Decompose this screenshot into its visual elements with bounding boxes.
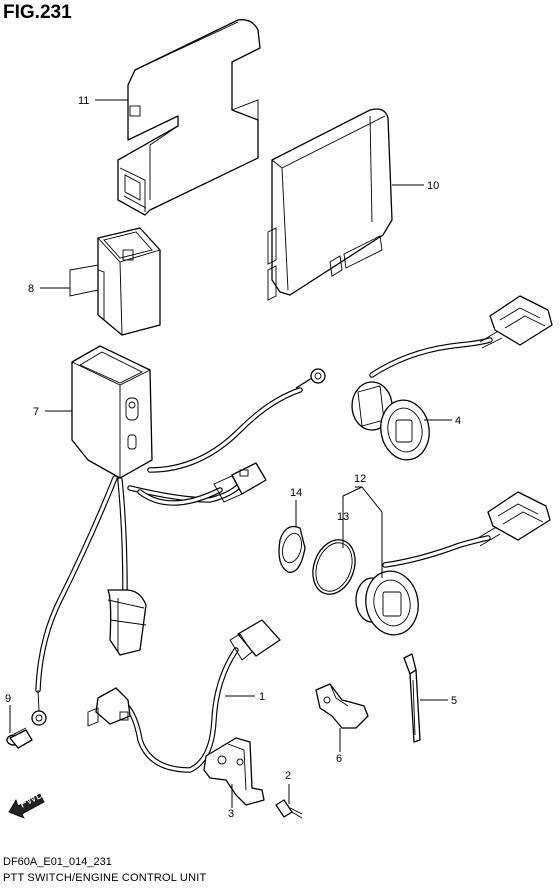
part-14-retainer[interactable] bbox=[278, 525, 306, 573]
part-11-cover[interactable] bbox=[117, 19, 261, 216]
part-10-engine-control-unit[interactable] bbox=[267, 108, 393, 301]
part-7-ptt-switch-harness[interactable] bbox=[31, 345, 326, 726]
callout-10: 10 bbox=[427, 180, 439, 192]
part-3-bracket[interactable] bbox=[203, 737, 265, 806]
callout-6: 6 bbox=[336, 753, 342, 765]
callout-2: 2 bbox=[285, 770, 291, 782]
part-1-sub-harness[interactable] bbox=[87, 619, 281, 773]
callout-9: 9 bbox=[5, 693, 11, 705]
forward-direction-arrow-icon: FWD bbox=[8, 788, 46, 819]
figure-title: FIG.231 bbox=[3, 2, 72, 23]
callout-7: 7 bbox=[33, 406, 39, 418]
callout-1: 1 bbox=[259, 691, 265, 703]
callout-12: 12 bbox=[354, 473, 366, 485]
callout-5: 5 bbox=[451, 695, 457, 707]
figure-code: DF60A_E01_014_231 bbox=[3, 856, 112, 868]
callout-14: 14 bbox=[290, 487, 302, 499]
part-13-seal-ring[interactable] bbox=[306, 534, 363, 600]
part-9-bolt[interactable] bbox=[6, 727, 33, 749]
leader-lines bbox=[9, 99, 452, 808]
callout-4: 4 bbox=[455, 415, 461, 427]
part-2-screw[interactable] bbox=[275, 799, 303, 819]
callout-numbers: 1 2 3 4 5 6 7 8 9 10 11 12 13 14 bbox=[5, 95, 461, 820]
part-8-relay[interactable] bbox=[69, 227, 161, 336]
callout-11: 11 bbox=[78, 95, 89, 107]
callout-3: 3 bbox=[228, 808, 234, 820]
part-4-ptt-switch[interactable] bbox=[351, 295, 553, 464]
figure-caption: PTT SWITCH/ENGINE CONTROL UNIT bbox=[3, 872, 207, 884]
callout-13: 13 bbox=[337, 511, 349, 523]
part-5-cable-tie[interactable] bbox=[403, 653, 421, 743]
callout-8: 8 bbox=[28, 283, 34, 295]
part-12-ptt-switch-assy[interactable] bbox=[355, 491, 551, 639]
part-6-clamp[interactable] bbox=[315, 683, 369, 729]
